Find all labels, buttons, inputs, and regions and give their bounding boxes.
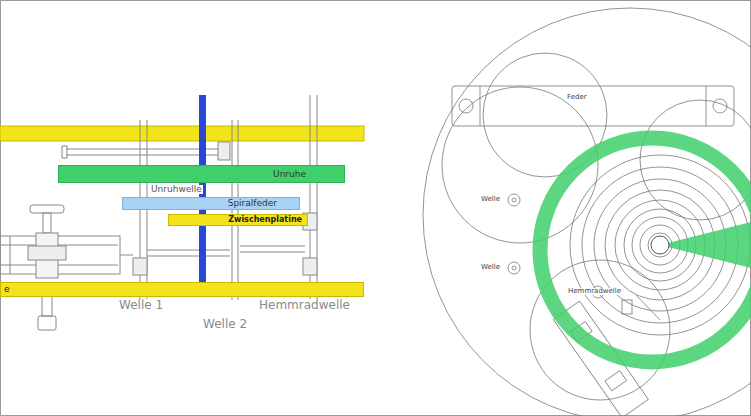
part-label: Hemmradwelle (567, 288, 622, 295)
part-label: Welle (480, 196, 501, 203)
part-name: Zwischenplatine (228, 216, 302, 224)
balance-hub (651, 236, 669, 254)
part-name: Unruhe (273, 170, 306, 179)
spring-bar: Spiralfeder (122, 197, 300, 210)
side-view (0, 95, 364, 330)
bottom-plate: e (0, 282, 364, 297)
part-label: Feder (566, 94, 588, 101)
shaft-label: Welle 2 (202, 318, 248, 330)
part-label: Unruhwelle (150, 185, 203, 194)
balance-arm (660, 222, 751, 268)
intermediate-plate: Zwischenplatine (168, 214, 308, 226)
balance-bar: Unruhe (58, 165, 345, 183)
part-name: Spiralfeder (228, 199, 277, 208)
plan-view (423, 8, 751, 416)
shaft-label: Welle 1 (118, 299, 164, 311)
part-label: Welle (480, 264, 501, 271)
part-name: e (4, 285, 10, 294)
balance-staff (199, 95, 206, 297)
balance-wheel (540, 138, 751, 362)
shaft-label: Hemmradwelle (258, 299, 351, 311)
top-plate (0, 126, 364, 141)
